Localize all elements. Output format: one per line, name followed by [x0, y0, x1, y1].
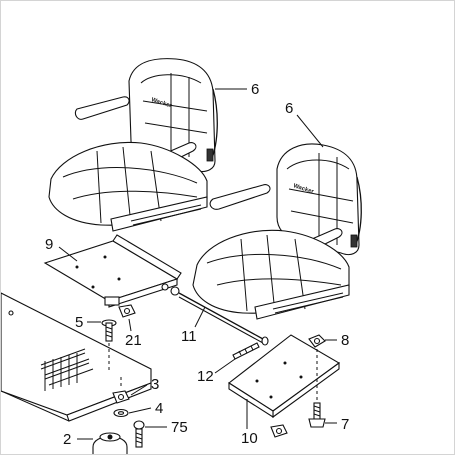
nut-3 — [112, 390, 130, 404]
callout-75: 75 — [171, 419, 188, 436]
mount-2 — [92, 377, 128, 454]
callout-6-upper: 6 — [251, 81, 259, 98]
nut-21 — [118, 304, 136, 318]
callout-7: 7 — [341, 416, 349, 433]
bolt-75 — [133, 420, 145, 448]
callout-8: 8 — [341, 332, 349, 349]
shaft-11 — [170, 286, 269, 346]
pin-12 — [232, 342, 260, 360]
nut-bottom — [270, 424, 288, 438]
callout-3: 3 — [151, 376, 159, 393]
bolt-5 — [101, 319, 117, 373]
washer-4 — [113, 408, 129, 418]
callout-9: 9 — [45, 236, 53, 253]
plate-9 — [43, 234, 182, 308]
callout-10: 10 — [241, 430, 258, 447]
callout-4: 4 — [155, 400, 163, 417]
base-frame — [1, 292, 152, 422]
seat-right: Wacker — [192, 143, 362, 320]
seat-upper-left: Wacker — [48, 58, 218, 232]
bolt-7 — [308, 402, 326, 428]
callout-11: 11 — [181, 328, 197, 345]
callout-2: 2 — [63, 431, 71, 448]
callout-5: 5 — [75, 314, 83, 331]
callout-6-right: 6 — [285, 100, 293, 117]
nut-8 — [308, 334, 326, 403]
callout-21: 21 — [125, 332, 142, 349]
plate-10 — [228, 334, 341, 419]
callout-12: 12 — [197, 368, 214, 385]
